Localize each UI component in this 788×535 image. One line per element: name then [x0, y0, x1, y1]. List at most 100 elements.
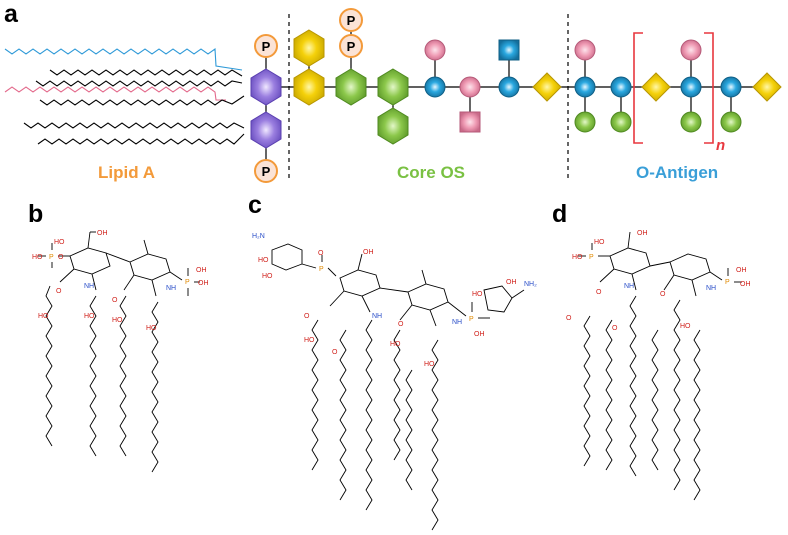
blue-acyl-chain [4, 47, 243, 71]
svg-text:HO: HO [390, 341, 401, 348]
phosphate-top-lipid: P [254, 34, 278, 58]
svg-text:HO: HO [572, 254, 583, 261]
core-pink-circle-2 [459, 76, 481, 98]
phosphate-bottom-lipid: P [254, 159, 278, 183]
svg-text:O: O [318, 250, 324, 257]
svg-text:NH₂: NH₂ [524, 281, 537, 288]
svg-text:HO: HO [32, 254, 43, 261]
svg-text:HO: HO [472, 291, 483, 298]
core-blue-circle-1 [424, 76, 446, 98]
svg-text:OH: OH [363, 249, 374, 256]
lipid-chains [4, 47, 245, 145]
svg-text:HO: HO [304, 337, 315, 344]
svg-text:HO: HO [54, 239, 65, 246]
svg-text:P: P [185, 279, 190, 286]
oag-yellow-diamond-2 [752, 72, 782, 102]
panel-c-label: c [248, 191, 262, 219]
svg-text:O: O [566, 315, 572, 322]
oag-blue-circle-2 [610, 76, 632, 98]
oag-yellow-diamond-1 [641, 72, 671, 102]
svg-text:NH: NH [624, 283, 634, 290]
repeat-n-label: n [716, 137, 725, 154]
svg-text:NH: NH [706, 285, 716, 292]
svg-text:OH: OH [736, 267, 747, 274]
svg-text:HO: HO [84, 313, 95, 320]
hep-hexagon-1 [335, 68, 367, 106]
kdo-hexagon-lower [293, 68, 325, 106]
hep-hexagon-2 [377, 68, 409, 106]
svg-text:HO: HO [680, 323, 691, 330]
svg-text:OH: OH [196, 267, 207, 274]
svg-text:P: P [347, 39, 356, 54]
svg-text:O: O [332, 349, 338, 356]
svg-text:O: O [58, 254, 64, 261]
atoms-d: HO P HO OH NH NH P OH OH O O O O HO [566, 230, 751, 332]
svg-text:O: O [112, 297, 118, 304]
svg-text:HO: HO [258, 257, 269, 264]
core-pink-circle-1 [424, 39, 446, 61]
structure-b [38, 231, 200, 473]
oag-pink-circle-1 [574, 39, 596, 61]
repeat-bracket-left [633, 32, 643, 144]
phosphate-core-2: P [339, 34, 363, 58]
svg-text:NH: NH [166, 285, 176, 292]
svg-text:HO: HO [262, 273, 273, 280]
svg-text:P: P [589, 254, 594, 261]
svg-text:O: O [596, 289, 602, 296]
structure-c [271, 243, 525, 531]
core-yellow-diamond [532, 72, 562, 102]
svg-text:H₂N: H₂N [252, 233, 265, 240]
black-acyl-chain-3 [39, 95, 245, 106]
oag-green-circle-3 [680, 111, 702, 133]
black-acyl-chain-4 [23, 122, 245, 129]
atoms-b: HO P HO O OH NH O HO HO O HO NH P OH OH … [32, 230, 209, 332]
atoms-c: H₂N HO HO P O OH O NH HO O O NH P OH HO … [252, 233, 537, 368]
kdo-hexagon-upper [293, 29, 325, 67]
repeat-bracket-right [704, 32, 714, 144]
svg-text:HO: HO [112, 317, 123, 324]
panel-d-label: d [552, 200, 567, 228]
svg-text:HO: HO [594, 239, 605, 246]
lipid-a-label: Lipid A [98, 163, 155, 182]
svg-text:P: P [319, 266, 324, 273]
svg-text:OH: OH [637, 230, 648, 237]
panel-a-label: a [4, 0, 19, 28]
svg-text:P: P [725, 279, 730, 286]
svg-text:O: O [56, 288, 62, 295]
hep-hexagon-3 [377, 107, 409, 145]
pink-acyl-chain [4, 86, 226, 101]
svg-text:NH: NH [452, 319, 462, 326]
core-pink-square [459, 111, 481, 133]
glcn-hexagon-bottom [250, 111, 282, 149]
svg-text:P: P [262, 39, 271, 54]
oag-blue-circle-3 [680, 76, 702, 98]
structure-d [578, 231, 742, 501]
svg-text:OH: OH [198, 280, 209, 287]
svg-text:O: O [612, 325, 618, 332]
oag-blue-circle-4 [720, 76, 742, 98]
svg-text:OH: OH [97, 230, 108, 237]
svg-text:P: P [347, 13, 356, 28]
oag-green-circle-4 [720, 111, 742, 133]
oag-pink-circle-2 [680, 39, 702, 61]
black-acyl-chain-2 [35, 80, 243, 87]
svg-text:P: P [262, 164, 271, 179]
svg-text:O: O [398, 321, 404, 328]
svg-text:OH: OH [474, 331, 485, 338]
svg-text:HO: HO [146, 325, 157, 332]
svg-text:P: P [469, 316, 474, 323]
core-os-label: Core OS [397, 163, 465, 182]
black-acyl-chain-1 [49, 69, 243, 77]
oag-blue-circle-1 [574, 76, 596, 98]
glcn-hexagon-top [250, 68, 282, 106]
phosphate-core-1: P [339, 8, 363, 32]
svg-text:OH: OH [740, 281, 751, 288]
core-blue-square [498, 39, 520, 61]
core-blue-circle-2 [498, 76, 520, 98]
svg-text:OH: OH [506, 279, 517, 286]
svg-text:P: P [49, 254, 54, 261]
svg-text:O: O [660, 291, 666, 298]
svg-text:O: O [304, 313, 310, 320]
black-acyl-chain-5 [37, 133, 245, 145]
